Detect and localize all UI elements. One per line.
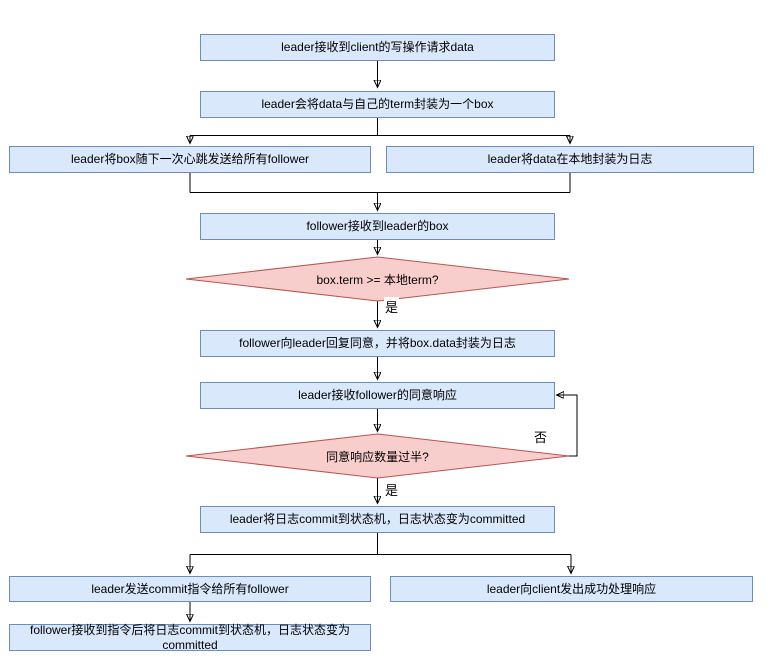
node-leader-commit: leader将日志commit到状态机，日志状态变为committed: [200, 506, 555, 533]
node-term-check-decision: box.term >= 本地term?: [185, 256, 570, 302]
diamond-shape: [185, 433, 570, 479]
node-label: follower接收到指令后将日志commit到状态机，日志状态变为commit…: [29, 623, 351, 652]
node-label: follower接收到leader的box: [306, 219, 449, 234]
node-label: leader接收follower的同意响应: [298, 388, 457, 403]
node-wrap-data-term-box: leader会将data与自己的term封装为一个box: [200, 91, 555, 118]
node-leader-receive-agree: leader接收follower的同意响应: [200, 382, 555, 409]
node-label: leader将日志commit到状态机，日志状态变为committed: [229, 512, 526, 527]
node-label: leader发送commit指令给所有follower: [91, 581, 289, 596]
node-label: leader会将data与自己的term封装为一个box: [261, 97, 494, 112]
node-follower-receive-box: follower接收到leader的box: [200, 213, 555, 240]
node-send-box-heartbeat: leader将box随下一次心跳发送给所有follower: [9, 146, 371, 173]
node-receive-client-request: leader接收到client的写操作请求data: [200, 34, 555, 61]
node-label: leader将box随下一次心跳发送给所有follower: [70, 152, 310, 167]
node-label: box.term >= 本地term?: [316, 272, 439, 287]
node-majority-check-decision: 同意响应数量过半?: [185, 433, 570, 479]
node-label: leader接收到client的写操作请求data: [281, 40, 474, 55]
node-respond-client: leader向client发出成功处理响应: [390, 576, 753, 602]
edge-label-majority-check-no: 否: [533, 427, 549, 446]
edge-label-term-check-yes: 是: [384, 297, 400, 316]
edge-label-majority-check-yes: 是: [384, 480, 400, 499]
node-follower-commit: follower接收到指令后将日志commit到状态机，日志状态变为commit…: [9, 623, 371, 652]
node-label: follower向leader回复同意，并将box.data封装为日志: [239, 336, 516, 351]
node-label: leader向client发出成功处理响应: [486, 581, 657, 596]
diamond-shape: [185, 256, 570, 302]
node-label: 同意响应数量过半?: [326, 449, 429, 464]
node-label: leader将data在本地封装为日志: [487, 152, 653, 167]
edge-majority-check-no-loop: [557, 395, 578, 457]
node-follower-agree-log: follower向leader回复同意，并将box.data封装为日志: [200, 330, 555, 357]
node-leader-local-log: leader将data在本地封装为日志: [386, 146, 754, 173]
node-send-commit-command: leader发送commit指令给所有follower: [9, 576, 371, 602]
